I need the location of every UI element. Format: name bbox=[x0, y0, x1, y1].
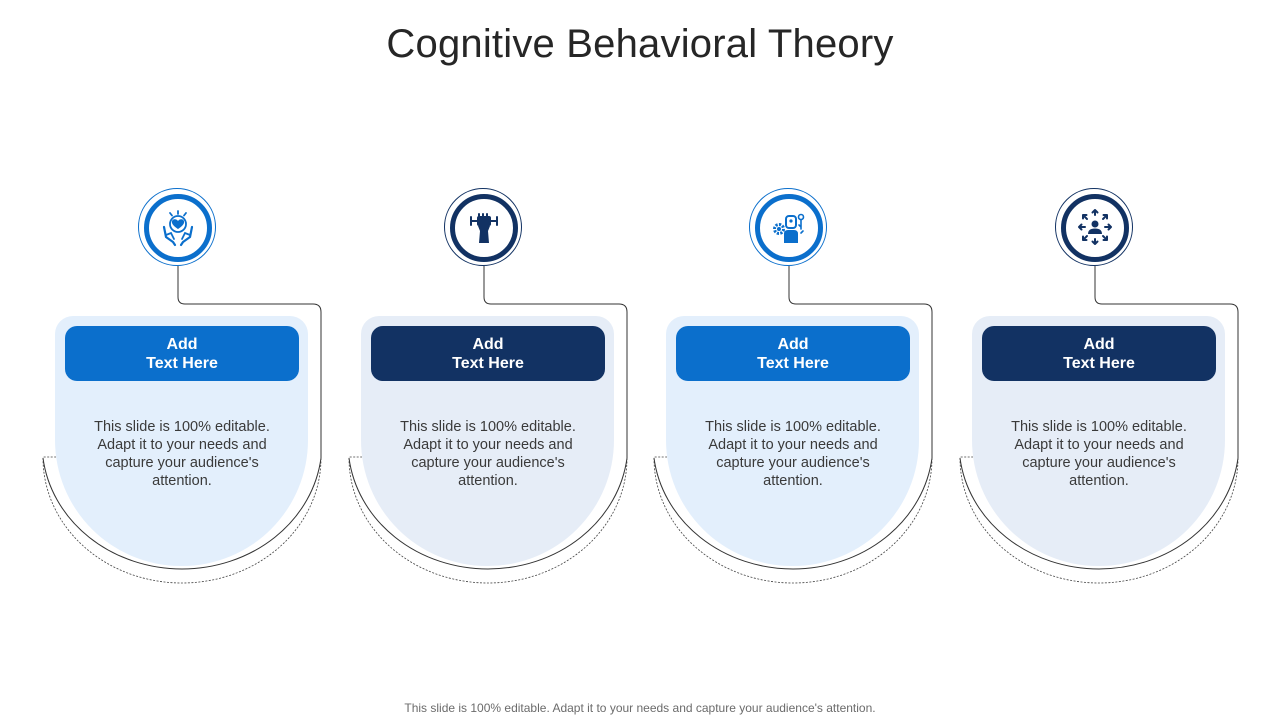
card-connector-frame bbox=[42, 266, 322, 584]
robot-gear-icon bbox=[773, 213, 805, 243]
icon-ring bbox=[749, 188, 827, 266]
person-arrows-icon bbox=[1078, 209, 1112, 245]
slide-title: Cognitive Behavioral Theory bbox=[386, 22, 894, 66]
card-heading: Add Text Here bbox=[65, 326, 299, 381]
card-3: Add Text Here This slide is 100% editabl… bbox=[652, 186, 952, 596]
card-2: Add Text Here This slide is 100% editabl… bbox=[347, 186, 647, 596]
card-connector-frame bbox=[653, 266, 933, 584]
card-description: This slide is 100% editable. Adapt it to… bbox=[1011, 419, 1187, 489]
card-heading: Add Text Here bbox=[982, 326, 1216, 381]
card-heading: Add Text Here bbox=[676, 326, 910, 381]
fist-raised-icon bbox=[470, 213, 498, 243]
card-heading: Add Text Here bbox=[371, 326, 605, 381]
card-description: This slide is 100% editable. Adapt it to… bbox=[400, 419, 576, 489]
card-description: This slide is 100% editable. Adapt it to… bbox=[94, 419, 270, 489]
icon-ring bbox=[138, 188, 216, 266]
card-connector-frame bbox=[959, 266, 1239, 584]
card-description: This slide is 100% editable. Adapt it to… bbox=[705, 419, 881, 489]
icon-ring bbox=[444, 188, 522, 266]
icon-ring bbox=[1055, 188, 1133, 266]
card-1: Add Text Here This slide is 100% editabl… bbox=[41, 186, 341, 596]
card-connector-frame bbox=[348, 266, 628, 584]
slide-footer-note: This slide is 100% editable. Adapt it to… bbox=[404, 701, 876, 715]
card-4: Add Text Here This slide is 100% editabl… bbox=[958, 186, 1258, 596]
heart-in-hands-icon bbox=[162, 210, 194, 247]
